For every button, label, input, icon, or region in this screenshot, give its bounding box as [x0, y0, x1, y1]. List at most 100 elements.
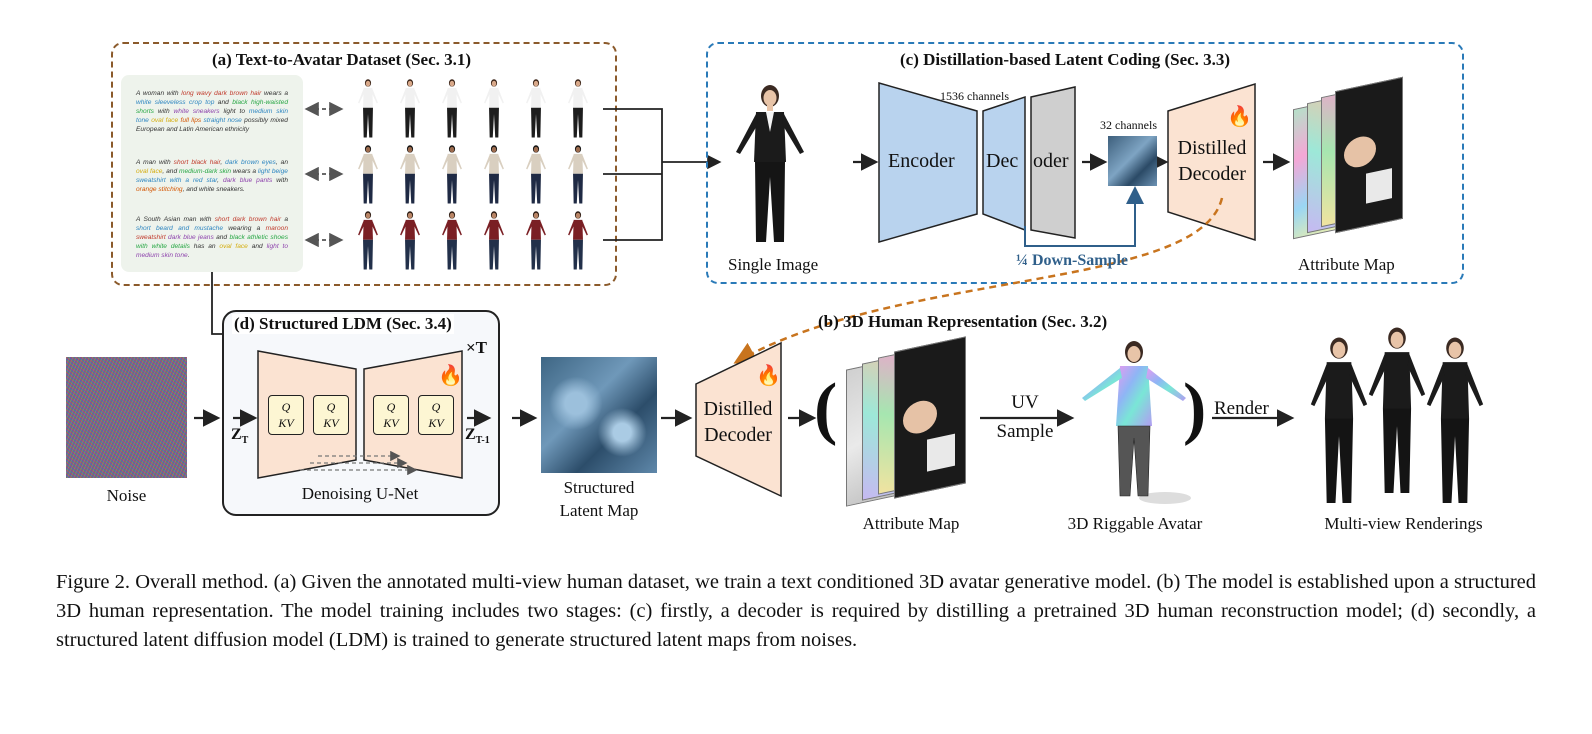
- structured-latent-line2: Latent Map: [559, 501, 639, 520]
- fire-icon: 🔥: [1227, 104, 1252, 128]
- prompt-segment: light to medium skin tone: [136, 243, 289, 259]
- prompt-segment: dark blue jeans: [168, 234, 214, 241]
- prompt-segment: and: [247, 243, 267, 250]
- attribute-map-b-stack: [846, 336, 971, 510]
- prompt-segment: ,: [217, 177, 223, 184]
- unet-left-shape: [257, 350, 357, 479]
- prompt-segment: straight nose: [203, 117, 242, 124]
- distilled-decoder-b-line1: Distilled: [703, 398, 773, 420]
- prompt-text-2: A man with short black hair, dark brown …: [136, 158, 288, 194]
- prompt-segment: medium-dark skin: [178, 168, 232, 175]
- panel-c-title: (c) Distillation-based Latent Coding (Se…: [900, 50, 1231, 69]
- encoder-shape: [878, 82, 978, 243]
- prompt-segment: wears a: [261, 90, 288, 97]
- avatar-figure: [526, 145, 546, 204]
- prompt-text-1: A woman with long wavy dark brown hair w…: [136, 89, 288, 134]
- prompt-segment: A woman with: [136, 90, 182, 97]
- avatar-figure: [484, 145, 504, 204]
- prompt-segment: with: [272, 177, 289, 184]
- channels-32-label: 32 channels: [1100, 118, 1157, 132]
- prompt-segment: oval face: [136, 168, 163, 175]
- avatar-figure: [442, 79, 462, 138]
- prompt-segment: black athletic shoes with white details: [136, 234, 288, 250]
- prompt-segment: white sleeveless crop top: [136, 99, 215, 106]
- distilled-decoder-c-line2: Decoder: [1178, 163, 1246, 185]
- riggable-avatar: [1082, 341, 1191, 504]
- dec-label: Dec: [986, 150, 1019, 172]
- attribute-map-b-label: Attribute Map: [862, 514, 960, 533]
- paren-close: ): [1183, 370, 1207, 447]
- prompt-segment: full lips: [180, 117, 202, 124]
- channels-1536-label: 1536 channels: [940, 89, 1009, 103]
- sample-label: Sample: [996, 421, 1054, 442]
- prompt-segment: , and white sneakers.: [182, 186, 245, 193]
- noise-image: [66, 357, 187, 478]
- avatar-figure: [568, 79, 588, 138]
- panel-a-title: (a) Text-to-Avatar Dataset (Sec. 3.1): [212, 50, 472, 69]
- single-image-label: Single Image: [728, 255, 819, 274]
- dataset-figures: [350, 78, 600, 274]
- prompt-segment: possibly mixed European and Latin Americ…: [136, 117, 288, 133]
- prompt-segment: .: [187, 252, 190, 259]
- prompt-segment: A man with: [136, 159, 174, 166]
- encoder-label: Encoder: [888, 150, 955, 172]
- avatar-figure: [484, 211, 504, 270]
- prompt-segment: dark blue pants: [222, 177, 273, 184]
- prompt-segment: with: [153, 108, 174, 115]
- distilled-decoder-b-shape: [695, 341, 782, 498]
- prompt-segment: has an: [189, 243, 220, 250]
- prompt-segment: dark brown eyes: [225, 159, 276, 166]
- avatar-figure: [1368, 327, 1426, 493]
- panel-b-title: (b) 3D Human Representation (Sec. 3.2): [818, 312, 1108, 331]
- avatar-figure: [358, 79, 378, 138]
- avatar-figure: [1310, 337, 1368, 503]
- avatar-figure: [358, 145, 378, 204]
- denoising-unet-label: Denoising U-Net: [301, 484, 419, 503]
- prompt-segment: and: [213, 234, 230, 241]
- multiview-label: Multi-view Renderings: [1324, 514, 1483, 533]
- uv-label: UV: [1011, 392, 1039, 413]
- down-sample-label: ¼ Down-Sample: [1016, 252, 1129, 269]
- times-t-label: ×T: [466, 338, 488, 357]
- fire-icon: 🔥: [756, 363, 781, 387]
- prompt-text-3: A South Asian man with short dark brown …: [136, 215, 288, 260]
- oder-label: oder: [1033, 150, 1069, 172]
- avatar-figure: [400, 145, 420, 204]
- prompt-segment: a: [281, 216, 288, 223]
- structured-latent-map: [541, 357, 657, 473]
- panel-c-box: [706, 42, 1464, 284]
- figure-caption: Figure 2. Overall method. (a) Given the …: [56, 571, 1536, 651]
- panel-a-box: [111, 42, 617, 286]
- avatar-figure: [1426, 337, 1484, 503]
- prompt-segment: light beige sweatshirt with a red star: [136, 168, 288, 184]
- prompt-segment: black high-waisted shorts: [136, 99, 288, 115]
- prompt-segment: oval face: [219, 243, 248, 250]
- avatar-figure: [568, 145, 588, 204]
- distilled-decoder-b-line2: Decoder: [704, 424, 772, 446]
- avatar-figure: [442, 211, 462, 270]
- avatar-figure: [526, 79, 546, 138]
- prompt-segment: , and: [162, 168, 179, 175]
- avatar-figure: [400, 211, 420, 270]
- riggable-avatar-label: 3D Riggable Avatar: [1067, 514, 1203, 533]
- zt-label: ZT: [231, 426, 249, 447]
- fire-icon: 🔥: [438, 363, 463, 387]
- prompt-segment: short black hair: [173, 159, 221, 166]
- decoder-gray-shape: [1030, 86, 1076, 239]
- prompt-segment: and: [214, 99, 233, 106]
- structured-latent-line1: Structured: [563, 478, 635, 497]
- avatar-figure: [400, 79, 420, 138]
- zt1-label: ZT-1: [465, 426, 490, 447]
- attribute-map-c-label: Attribute Map: [1298, 255, 1395, 274]
- avatar-figure: [358, 211, 378, 270]
- prompt-segment: short beard and mustache: [136, 225, 223, 232]
- panel-d-title: (d) Structured LDM (Sec. 3.4): [232, 314, 454, 334]
- prompt-segment: short dark brown hair: [214, 216, 282, 223]
- prompt-segment: oval face: [151, 117, 179, 124]
